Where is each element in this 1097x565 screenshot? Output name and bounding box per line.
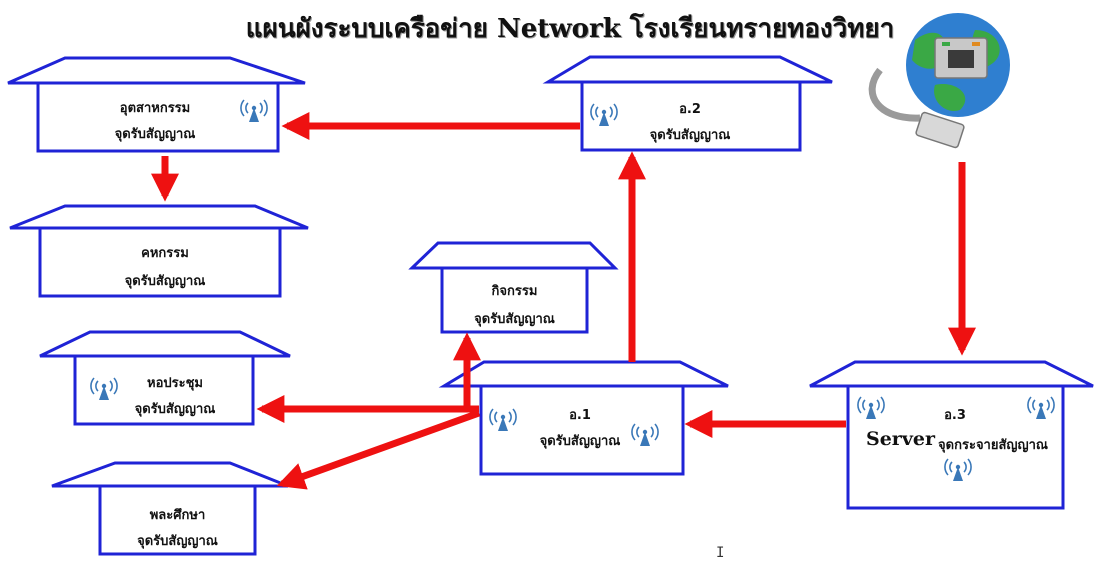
label-o3-name: อ.3 <box>944 408 966 423</box>
globe-network-icon <box>868 13 1010 149</box>
label-sport-name: พละศึกษา <box>149 508 206 523</box>
house-o1 <box>438 360 729 476</box>
house-udom <box>7 56 306 153</box>
arrow-o1-to-sport <box>276 409 481 490</box>
house-kitkam <box>408 241 619 334</box>
label-kitkam-role: จุดรับสัญญาณ <box>474 312 555 327</box>
label-kitkam-name: กิจกรรม <box>491 284 538 299</box>
label-kaset-role: จุดรับสัญญาณ <box>124 274 206 289</box>
label-o1-name: อ.1 <box>569 408 591 423</box>
label-o1-role: จุดรับสัญญาณ <box>539 434 621 449</box>
label-o2-role: จุดรับสัญญาณ <box>649 128 731 143</box>
house-kaset <box>9 204 309 298</box>
house-sport <box>51 461 289 556</box>
label-o3-server: Server <box>866 428 935 450</box>
label-hall-name: หอประชุม <box>147 376 203 391</box>
house-hall <box>39 330 291 426</box>
label-kaset-name: คหกรรม <box>141 246 189 261</box>
house-o2 <box>542 55 833 152</box>
text-cursor-icon: I <box>716 545 725 561</box>
label-udom-role: จุดรับสัญญาณ <box>114 127 196 142</box>
label-o2-name: อ.2 <box>679 102 701 117</box>
diagram-title: แผนผังระบบเครือข่าย Network โรงเรียนทราย… <box>245 14 895 44</box>
label-udom-name: อุตสาหกรรม <box>119 101 191 116</box>
label-hall-role: จุดรับสัญญาณ <box>134 402 216 417</box>
label-sport-role: จุดรับสัญญาณ <box>137 534 218 549</box>
label-o3-role: จุดกระจายสัญญาณ <box>938 438 1048 453</box>
